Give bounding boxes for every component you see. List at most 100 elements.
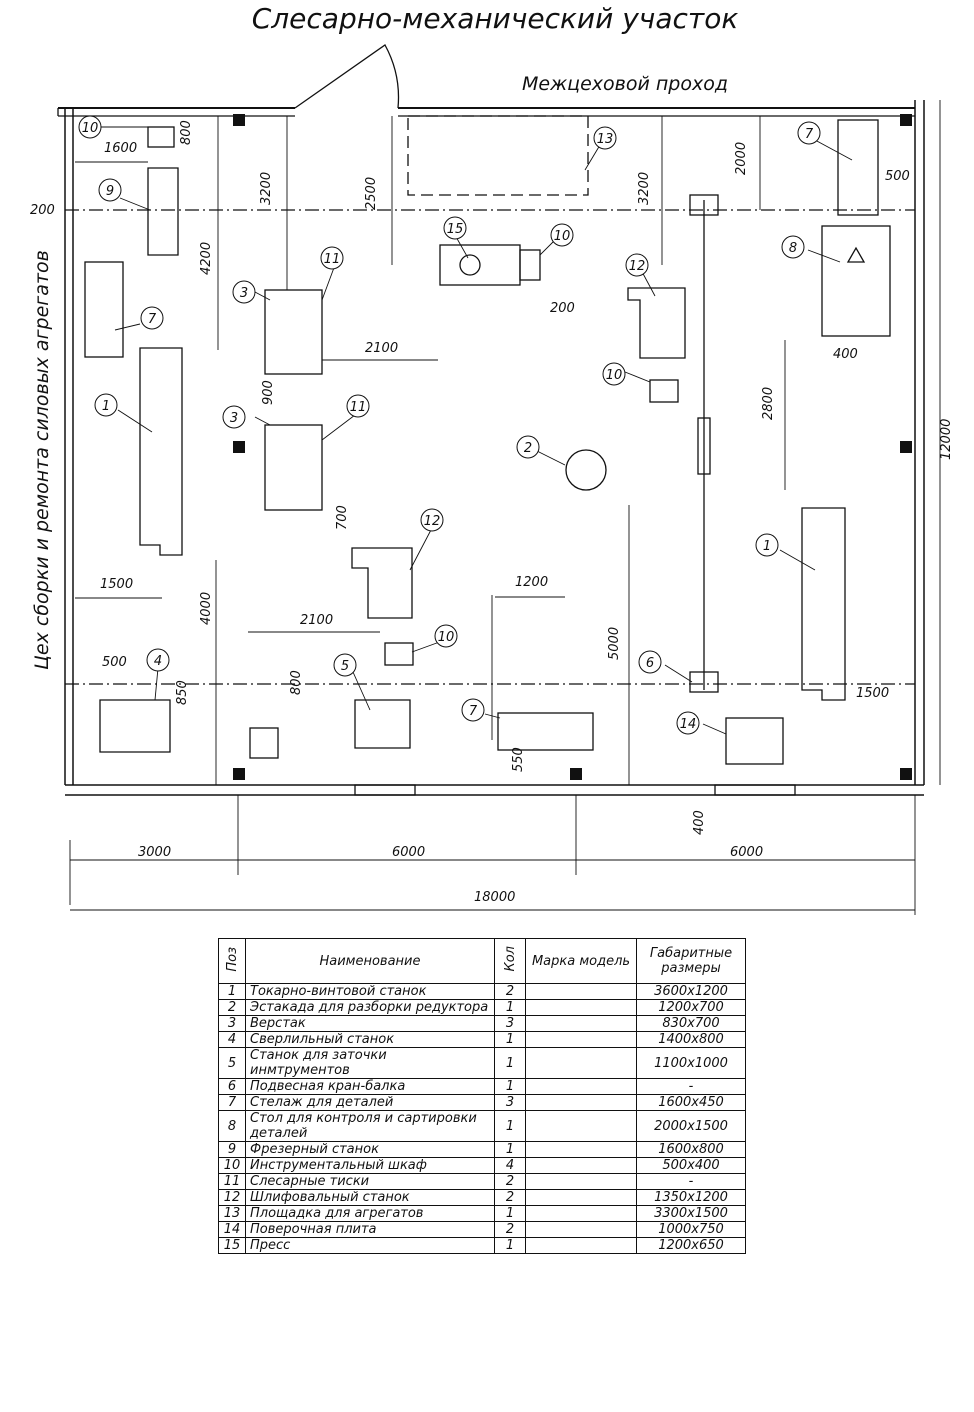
dim-500: 500 xyxy=(885,169,910,184)
table-cell-model xyxy=(525,1237,637,1254)
table-cell-model xyxy=(525,999,637,1016)
table-cell-qty: 1 xyxy=(494,1031,526,1048)
pos-3-label: 3 xyxy=(240,286,248,301)
header-model: Марка модель xyxy=(525,938,637,984)
table-cell-pos: 12 xyxy=(218,1189,246,1206)
pos-10-label: 10 xyxy=(82,121,99,136)
dim-200: 200 xyxy=(30,203,55,218)
pos-6-label: 6 xyxy=(646,656,654,671)
table-cell-size: 1600x450 xyxy=(636,1094,746,1111)
dim-5000: 5000 xyxy=(607,627,622,660)
table-cell-model xyxy=(525,1078,637,1095)
table-cell-qty: 1 xyxy=(494,1205,526,1222)
table-cell-model xyxy=(525,1157,637,1174)
dim-800b: 800 xyxy=(289,670,304,695)
table-cell-pos: 15 xyxy=(218,1237,246,1254)
table-cell-qty: 1 xyxy=(494,999,526,1016)
pos-13-label: 13 xyxy=(597,132,614,147)
table-cell-model xyxy=(525,1221,637,1238)
pos-2-label: 2 xyxy=(524,441,532,456)
dim-900: 900 xyxy=(261,380,276,405)
header-size: Габаритные размеры xyxy=(636,938,746,984)
table-cell-name: Фрезерный станок xyxy=(245,1141,495,1158)
table-cell-model xyxy=(525,1141,637,1158)
table-cell-size: 1200x650 xyxy=(636,1237,746,1254)
table-cell-size: - xyxy=(636,1173,746,1190)
dim-6000b: 6000 xyxy=(730,845,763,860)
pos-7-label: 7 xyxy=(148,312,157,327)
table-cell-model xyxy=(525,983,637,1000)
table-cell-model xyxy=(525,1094,637,1111)
pos-9-label: 9 xyxy=(106,184,114,199)
table-cell-pos: 11 xyxy=(218,1173,246,1190)
table-cell-name: Токарно-винтовой станок xyxy=(245,983,495,1000)
table-cell-qty: 3 xyxy=(494,1015,526,1032)
table-cell-size: 3600x1200 xyxy=(636,983,746,1000)
table-cell-qty: 1 xyxy=(494,1141,526,1158)
table-cell-pos: 13 xyxy=(218,1205,246,1222)
dim-18000: 18000 xyxy=(474,890,515,905)
table-cell-pos: 2 xyxy=(218,999,246,1016)
dim-12000: 12000 xyxy=(939,419,954,460)
table-cell-size: 830x700 xyxy=(636,1015,746,1032)
dim-1500: 1500 xyxy=(100,577,133,592)
table-cell-size: 1000x750 xyxy=(636,1221,746,1238)
table-header-row: Поз Наименование Кол Марка модель Габари… xyxy=(218,938,746,984)
pos-1-label: 1 xyxy=(102,399,110,414)
table-cell-name: Подвесная кран-балка xyxy=(245,1078,495,1095)
table-cell-size: 1100x1000 xyxy=(636,1047,746,1079)
table-cell-qty: 2 xyxy=(494,1173,526,1190)
table-cell-size: - xyxy=(636,1078,746,1095)
specification-table: Поз Наименование Кол Марка модель Габари… xyxy=(218,938,746,1254)
dim-4000: 4000 xyxy=(199,592,214,625)
pos-7-label: 7 xyxy=(805,127,814,142)
table-cell-model xyxy=(525,1173,637,1190)
dim-2500: 2500 xyxy=(364,177,379,210)
pos-7-label: 7 xyxy=(469,704,478,719)
dim-2000: 2000 xyxy=(734,142,749,175)
table-cell-model xyxy=(525,1110,637,1142)
table-cell-size: 1400x800 xyxy=(636,1031,746,1048)
table-cell-qty: 2 xyxy=(494,1221,526,1238)
table-cell-pos: 9 xyxy=(218,1141,246,1158)
table-cell-pos: 3 xyxy=(218,1015,246,1032)
table-cell-name: Пресс xyxy=(245,1237,495,1254)
table-cell-name: Стелаж для деталей xyxy=(245,1094,495,1111)
dim-850: 850 xyxy=(175,680,190,705)
table-cell-name: Стол для контроля и сартировки деталей xyxy=(245,1110,495,1142)
table-cell-model xyxy=(525,1015,637,1032)
dim-1200: 1200 xyxy=(515,575,548,590)
table-cell-model xyxy=(525,1047,637,1079)
table-cell-pos: 10 xyxy=(218,1157,246,1174)
pos-10-label: 10 xyxy=(606,368,623,383)
dim-550: 550 xyxy=(511,747,526,772)
table-cell-size: 2000x1500 xyxy=(636,1110,746,1142)
table-cell-qty: 4 xyxy=(494,1157,526,1174)
table-cell-pos: 6 xyxy=(218,1078,246,1095)
dim-200b: 200 xyxy=(550,301,575,316)
table-cell-name: Шлифовальный станок xyxy=(245,1189,495,1206)
cabinet-10a xyxy=(147,126,175,148)
dim-1500b: 1500 xyxy=(856,686,889,701)
table-cell-model xyxy=(525,1031,637,1048)
table-cell-size: 1200x700 xyxy=(636,999,746,1016)
table-cell-size: 3300x1500 xyxy=(636,1205,746,1222)
plan-title: Слесарно-механический участок xyxy=(252,2,739,35)
table-cell-qty: 2 xyxy=(494,1189,526,1206)
table-cell-name: Станок для заточки инмтрументов xyxy=(245,1047,495,1079)
dim-800: 800 xyxy=(179,120,194,145)
table-cell-qty: 3 xyxy=(494,1094,526,1111)
floor-plan: Слесарно-механический участок Межцеховой… xyxy=(30,2,954,915)
table-cell-qty: 1 xyxy=(494,1078,526,1095)
